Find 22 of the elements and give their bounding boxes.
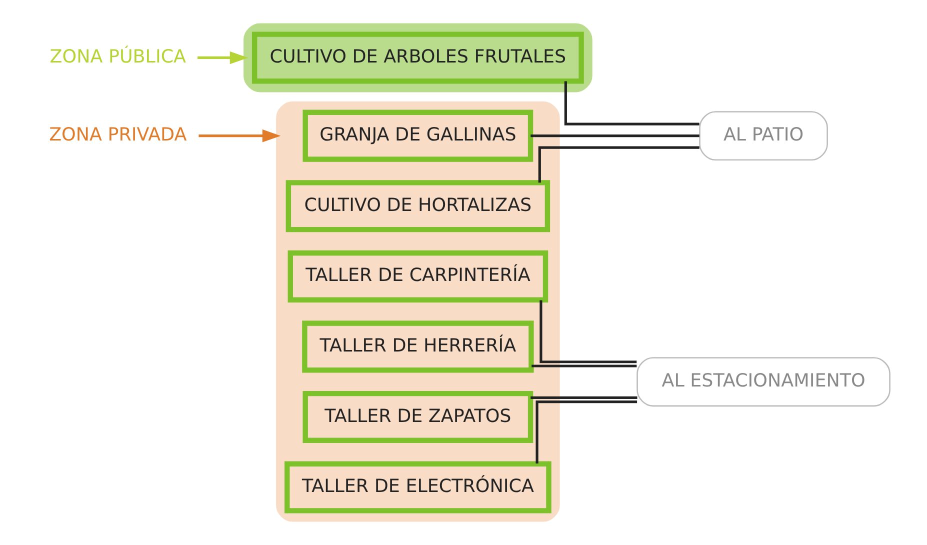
cluster [276, 101, 560, 522]
node-box: TALLER DE ELECTRÓNICA [284, 461, 552, 514]
arrow [198, 51, 248, 64]
node-text: ZONA PRIVADA [49, 124, 187, 146]
node-box: CULTIVO DE ARBOLES FRUTALES [252, 32, 584, 84]
connector [538, 146, 700, 183]
connector [564, 81, 700, 126]
node-box: TALLER DE HERRERÍA [302, 320, 534, 373]
node-box: TALLER DE CARPINTERÍA [288, 250, 548, 302]
connector [530, 396, 638, 399]
connector [536, 400, 638, 464]
node-box: CULTIVO DE HORTALIZAS [286, 180, 550, 232]
node-box: AL PATIO [699, 111, 828, 161]
connector [530, 134, 700, 138]
connector [532, 364, 637, 368]
node-text: ZONA PÚBLICA [50, 46, 186, 68]
connector [540, 300, 637, 364]
node-box: TALLER DE ZAPATOS [302, 390, 534, 444]
node-box: AL ESTACIONAMIENTO [636, 357, 890, 407]
cluster [244, 23, 592, 92]
node-box: GRANJA DE GALLINAS [302, 110, 534, 162]
arrow [198, 129, 281, 142]
